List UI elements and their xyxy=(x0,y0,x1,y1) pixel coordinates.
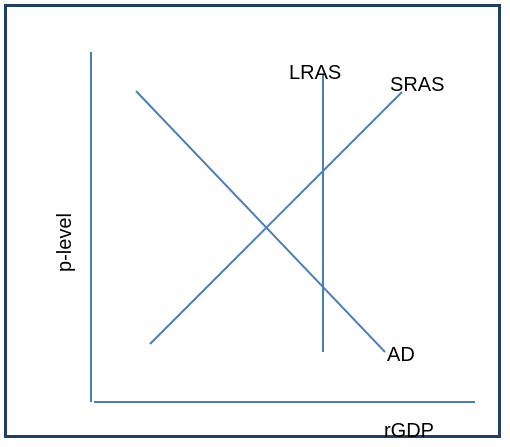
sras-line xyxy=(149,91,403,345)
y-axis-label: p-level xyxy=(54,213,76,272)
x-axis-label: rGDP xyxy=(384,420,434,442)
ad-label: AD xyxy=(387,344,415,366)
sras-label: SRAS xyxy=(390,74,444,96)
ad-line xyxy=(135,90,386,353)
diagram-frame xyxy=(4,4,501,438)
lras-label: LRAS xyxy=(289,62,341,84)
